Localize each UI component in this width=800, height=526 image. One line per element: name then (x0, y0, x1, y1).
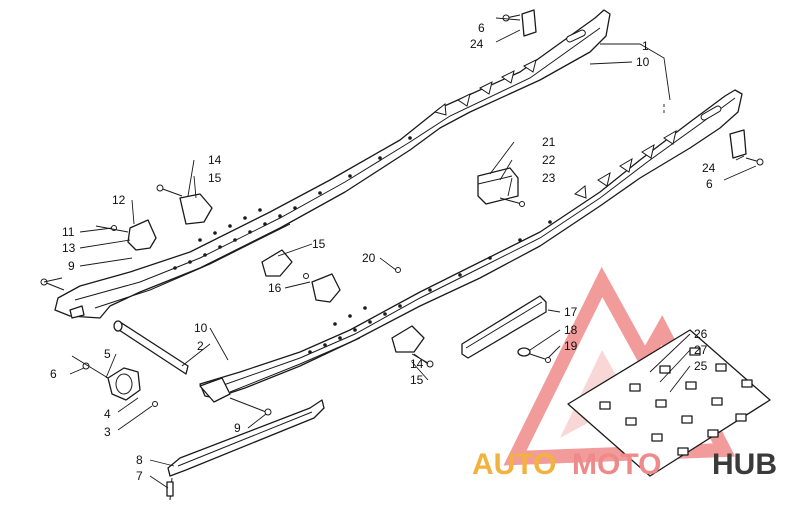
rail-cutouts-lower (573, 105, 722, 199)
callout-labels: 1 2 3 4 5 6 6 6 7 8 9 9 10 10 11 12 13 1… (50, 21, 716, 483)
slide-rail-lower (199, 89, 743, 399)
callout-16: 16 (268, 281, 282, 295)
callout-9-lower: 9 (234, 421, 241, 435)
watermark-text-auto: AUTO (472, 448, 556, 481)
small-parts-20 (395, 267, 401, 273)
leader-lines (43, 17, 757, 489)
watermark-text-moto: MOTO (572, 448, 661, 481)
callout-12: 12 (112, 193, 126, 207)
callout-14-upper: 14 (208, 153, 222, 167)
callout-23: 23 (542, 171, 556, 185)
callout-6-top: 6 (478, 21, 485, 35)
watermark-wordmark: AUTO MOTO HUB (472, 448, 777, 481)
callout-15-mid: 15 (312, 237, 326, 251)
callout-26: 26 (694, 327, 708, 341)
callout-1: 1 (642, 39, 649, 53)
callout-7: 7 (136, 469, 143, 483)
rail-holes (173, 136, 412, 270)
callout-20: 20 (362, 251, 376, 265)
callout-17: 17 (564, 305, 578, 319)
callout-13: 13 (62, 241, 76, 255)
callout-6-left: 6 (50, 367, 57, 381)
callout-4: 4 (104, 407, 111, 421)
callout-9-upper: 9 (68, 259, 75, 273)
callout-22: 22 (542, 153, 556, 167)
callout-21: 21 (542, 135, 556, 149)
callout-19: 19 (564, 339, 578, 353)
bracket-14-15-upper (156, 184, 213, 225)
bracket-lower-rear (729, 129, 764, 166)
callout-11: 11 (62, 225, 75, 239)
bracket-16 (303, 273, 341, 303)
bumper-block-21-22 (477, 167, 525, 207)
callout-27: 27 (694, 343, 708, 357)
callout-24-top: 24 (470, 37, 484, 51)
bolt-9-upper (40, 278, 65, 291)
track-clips (599, 347, 753, 456)
rail-cutouts (433, 29, 586, 116)
callout-5: 5 (104, 347, 111, 361)
callout-25: 25 (694, 359, 708, 373)
washer-nut-18-19 (517, 347, 551, 363)
front-rail-tip (199, 377, 272, 416)
idler-wheel-4-5 (71, 355, 158, 407)
bracket-15-mid (261, 249, 293, 277)
bracket-upper-rear (502, 9, 537, 37)
cross-shaft-2 (113, 320, 189, 375)
hyfax-slide-7-8 (166, 399, 325, 501)
watermark-text-hub: HUB (712, 448, 777, 481)
callout-3: 3 (104, 425, 111, 439)
callout-14-lower: 14 (410, 357, 424, 371)
callout-15-upper: 15 (208, 171, 222, 185)
callout-24-right: 24 (702, 161, 716, 175)
rail-holes-lower (308, 220, 552, 354)
callout-18: 18 (564, 323, 578, 337)
callout-10-lower: 10 (194, 321, 208, 335)
callout-2: 2 (197, 339, 204, 353)
bracket-upper-front-12 (95, 219, 157, 251)
track-assembly (567, 329, 771, 477)
callout-8: 8 (136, 453, 143, 467)
callout-15-lower: 15 (410, 373, 424, 387)
bracket-14-15-lower (391, 325, 434, 368)
wear-plate-17 (461, 295, 547, 359)
callout-6-right: 6 (706, 177, 713, 191)
slide-rail-upper (54, 9, 611, 319)
callout-10-upper: 10 (636, 55, 650, 69)
